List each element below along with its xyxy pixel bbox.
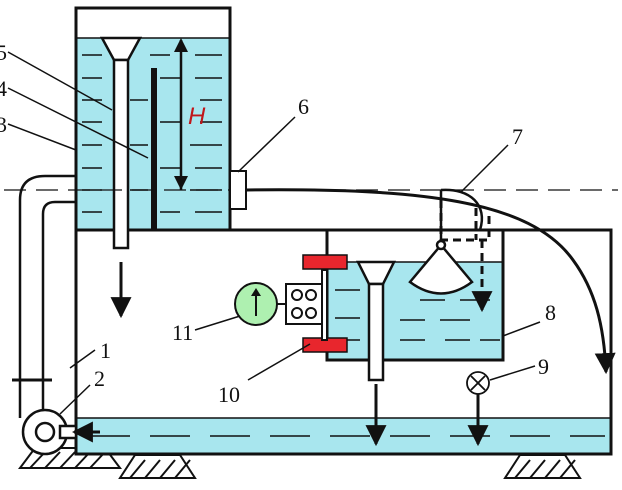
water-jet	[245, 188, 616, 375]
pressure-gauge-icon	[234, 282, 278, 326]
support-foot-right	[503, 454, 582, 479]
valve-body	[270, 269, 328, 341]
label-11: 11	[172, 320, 193, 345]
flow-meter-icon	[466, 371, 490, 395]
measure-overflow-pipe	[355, 260, 397, 382]
orifice-fitting	[229, 170, 247, 210]
support-foot-middle	[118, 454, 197, 479]
label-10: 10	[218, 382, 240, 407]
inlet-pipe	[151, 68, 157, 230]
label-6: 6	[298, 94, 309, 119]
label-5: 5	[0, 40, 7, 65]
return-pipe	[18, 174, 76, 418]
label-7: 7	[512, 124, 523, 149]
overflow-pipe	[99, 36, 143, 250]
deflector-dashed-path	[439, 200, 491, 242]
label-9: 9	[538, 354, 549, 379]
label-4: 4	[0, 76, 7, 101]
pump-icon	[21, 408, 78, 456]
leader-lines	[7, 51, 541, 415]
height-label-H: H	[188, 103, 206, 130]
head-dimension	[174, 38, 188, 190]
valve-clamp-top	[302, 254, 348, 270]
label-1: 1	[100, 338, 111, 363]
label-3: 3	[0, 112, 7, 137]
label-8: 8	[545, 300, 556, 325]
label-2: 2	[94, 366, 105, 391]
